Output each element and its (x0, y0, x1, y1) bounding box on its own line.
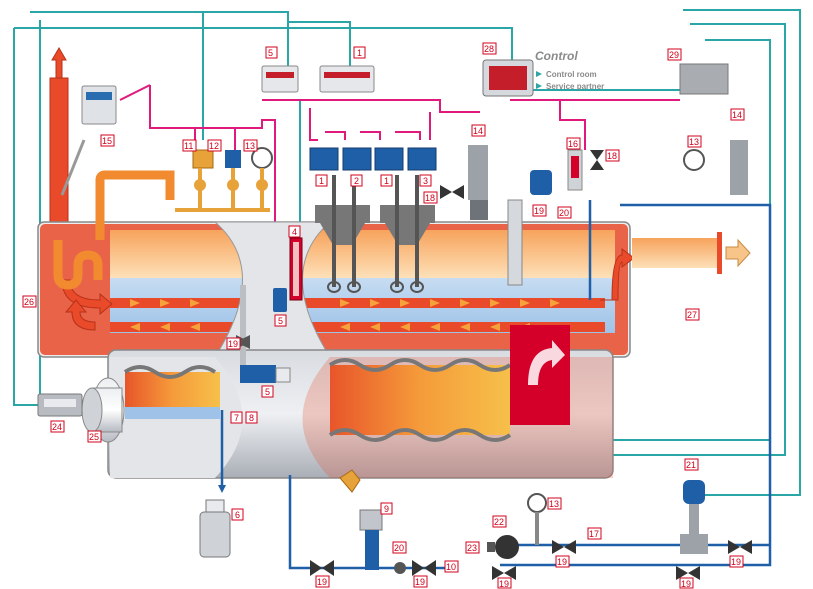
level-limiter-5 (273, 288, 287, 312)
label-11: 11 (184, 141, 193, 151)
label-9: 9 (384, 504, 389, 514)
label-19-bottom-f: 19 (681, 579, 691, 589)
safety-valve-14-top (468, 145, 488, 220)
service-partner-label: Service partner (546, 82, 604, 91)
control-title: Control (535, 49, 578, 63)
label-1-electrode-a: 1 (319, 176, 324, 186)
control-valve-20-bottom (339, 469, 406, 574)
temp-controller-16 (567, 149, 583, 191)
label-5-module: 5 (268, 48, 273, 58)
check-valve-19-top (530, 170, 552, 195)
label-19-bottom-c: 19 (557, 557, 567, 567)
label-13-right: 13 (689, 137, 699, 147)
label-19-bottom-b: 19 (415, 577, 425, 587)
burner-control-box (37, 393, 83, 417)
label-13-left: 13 (245, 141, 255, 151)
label-18-right: 18 (607, 151, 617, 161)
label-19-bottom-a: 19 (317, 577, 327, 587)
controller-15 (60, 85, 117, 196)
label-2-electrode: 2 (354, 176, 359, 186)
label-19-blowdown: 19 (228, 339, 238, 349)
label-24: 24 (52, 422, 62, 432)
label-14-right: 14 (732, 110, 742, 120)
label-17: 17 (589, 529, 599, 539)
label-18-top: 18 (425, 193, 435, 203)
label-15: 15 (102, 136, 112, 146)
label-25: 25 (89, 432, 99, 442)
label-4: 4 (292, 227, 297, 237)
label-1-electrode-b: 1 (384, 176, 389, 186)
label-19-bottom-e: 19 (499, 579, 509, 589)
label-14-top: 14 (473, 126, 483, 136)
label-1-module: 1 (357, 48, 362, 58)
feed-control-valve-21 (680, 480, 708, 554)
steam-pipe-left (53, 170, 175, 290)
label-19-top: 19 (534, 206, 544, 216)
label-26: 26 (24, 297, 34, 307)
flue-gas-arrows (61, 248, 635, 331)
label-5-blowdown: 5 (265, 387, 270, 397)
label-23: 23 (467, 543, 477, 553)
stop-valves-19 (310, 540, 752, 580)
label-27: 27 (687, 310, 697, 320)
safety-valve-14-right (730, 140, 748, 195)
label-29: 29 (669, 50, 679, 60)
pressure-gauge-13-bottom (527, 493, 547, 545)
label-6: 6 (235, 510, 240, 520)
control-room-label: Control room (546, 70, 597, 79)
label-19-bottom-d: 19 (731, 557, 741, 567)
valve-18-top (440, 150, 604, 199)
label-28: 28 (484, 44, 494, 54)
label-8: 8 (249, 413, 254, 423)
control-module-1 (319, 65, 375, 93)
pressure-tube (507, 199, 523, 286)
furnace (107, 325, 614, 479)
label-7: 7 (234, 413, 239, 423)
signal-lines (119, 84, 680, 275)
sampling-cooler-6 (199, 499, 231, 558)
label-10: 10 (446, 562, 456, 572)
feed-pump (487, 535, 519, 559)
label-3-electrode: 3 (423, 176, 428, 186)
callout-numbers: 5 1 28 29 15 11 12 13 1 2 1 3 14 18 19 2… (22, 42, 745, 589)
gateway-box-29 (679, 63, 729, 95)
pressure-gauge-13-right (683, 149, 705, 171)
level-electrodes (309, 147, 437, 293)
label-20-bottom: 20 (394, 543, 404, 553)
control-module-5 (261, 65, 299, 93)
label-13-bottom: 13 (549, 499, 559, 509)
pressure-fittings-left (175, 147, 273, 212)
control-panel-28 (482, 59, 534, 97)
water-gauge-glass (289, 237, 303, 301)
steam-outlet (632, 232, 751, 274)
burner (81, 377, 125, 443)
label-22: 22 (494, 517, 504, 527)
label-21: 21 (686, 460, 696, 470)
control-arrows (536, 71, 542, 89)
label-16: 16 (568, 139, 578, 149)
label-5-limiter: 5 (278, 316, 283, 326)
label-12: 12 (209, 141, 219, 151)
label-20-top: 20 (559, 208, 569, 218)
